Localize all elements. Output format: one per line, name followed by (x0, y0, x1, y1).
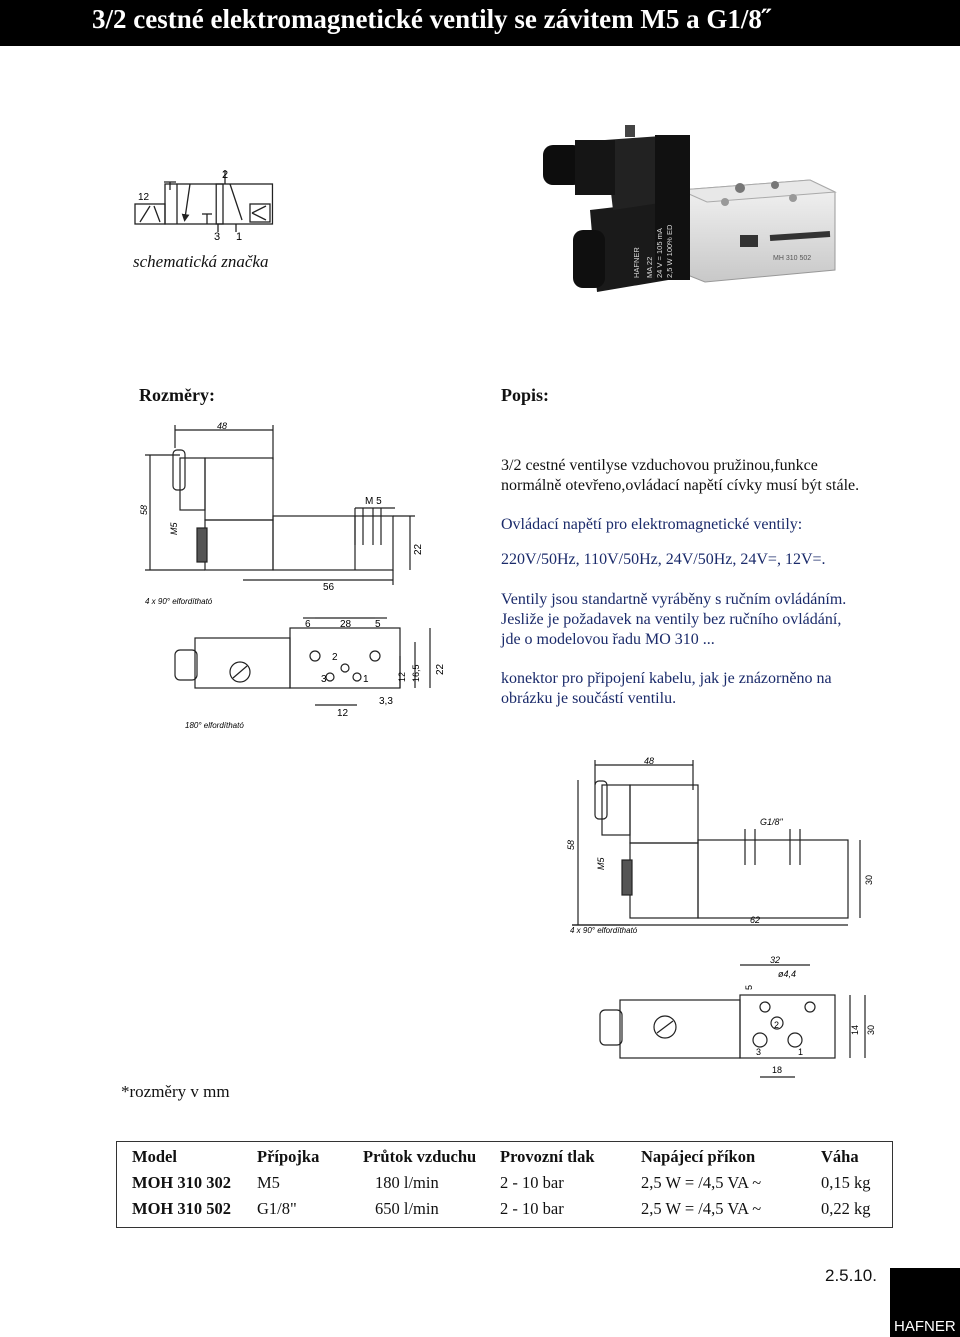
dim-m5: M5 (596, 857, 606, 870)
port-2-label: 2 (222, 169, 228, 181)
dim-30: 30 (864, 875, 874, 885)
dim-22-bottom: 22 (435, 663, 446, 675)
title-bar (0, 0, 960, 46)
port-1-label: 1 (236, 231, 242, 243)
dim-58: 58 (139, 505, 149, 515)
rotation-note-2: 180° elfordítható (185, 721, 244, 730)
cell-pressure: 2 - 10 bar (500, 1199, 564, 1218)
table-header-row: Model Přípojka Průtok vzduchu Provozní t… (132, 1144, 881, 1170)
description-p2: Ovládací napětí pro elektromagnetické ve… (501, 516, 803, 533)
cell-model: MOH 310 302 (132, 1173, 231, 1192)
body-label: MH 310 502 (773, 255, 811, 262)
description-p1-line1: 3/2 cestné ventilyse vzduchovou pružinou… (501, 457, 818, 474)
header-model: Model (132, 1147, 177, 1166)
dim-14: 14 (850, 1025, 860, 1035)
rotation-note: 4 x 90° elfordítható (570, 926, 638, 935)
cell-model: MOH 310 502 (132, 1199, 231, 1218)
page-title: 3/2 cestné elektromagnetické ventily se … (92, 4, 771, 34)
description-p5-line2: obrázku je součástí ventilu. (501, 690, 677, 707)
dim-5: 5 (375, 619, 381, 630)
dim-m5-side: M5 (169, 522, 179, 535)
dim-22: 22 (413, 543, 424, 555)
port-1: 1 (363, 674, 369, 685)
port-12-label: 12 (138, 192, 150, 203)
dimensions-heading: Rozměry: (139, 385, 215, 405)
coil-label-3: 24 V = 105 mA (655, 228, 664, 278)
dim-30-bottom: 30 (866, 1025, 876, 1035)
cell-power: 2,5 W = /4,5 VA ~ (641, 1199, 762, 1218)
port-2: 2 (332, 652, 338, 663)
dim-12-vertical: 12 (397, 672, 407, 682)
dim-18: 18 (772, 1065, 782, 1075)
dim-48: 48 (644, 756, 654, 766)
port-3-label: 3 (214, 231, 220, 243)
dim-16-5: 16,5 (411, 664, 421, 682)
description-heading: Popis: (501, 385, 550, 405)
dimension-drawing-m5: 48 58 M5 M 5 22 56 4 x 90° elfordítható … (139, 421, 446, 730)
units-note: *rozměry v mm (121, 1082, 230, 1101)
cell-weight: 0,22 kg (821, 1199, 871, 1218)
dim-58: 58 (566, 840, 576, 850)
cell-weight: 0,15 kg (821, 1173, 871, 1192)
manual-override-knob (573, 230, 605, 288)
dim-12-horizontal: 12 (337, 708, 349, 719)
coil-label-2: MA 22 (645, 257, 654, 278)
cell-pressure: 2 - 10 bar (500, 1173, 564, 1192)
rotation-note-1: 4 x 90° elfordítható (145, 597, 213, 606)
page-number: 2.5.10. (825, 1266, 877, 1285)
dim-6: 6 (305, 619, 311, 630)
cell-power: 2,5 W = /4,5 VA ~ (641, 1173, 762, 1192)
valve-box-right (215, 183, 274, 225)
dim-48: 48 (217, 421, 227, 431)
dimension-drawing-g18: 48 58 M5 G1/8" 30 62 4 x 90° elfordíthat… (566, 756, 876, 1078)
header-power: Napájecí příkon (641, 1147, 756, 1166)
port-1: 1 (798, 1047, 803, 1057)
spec-table: Model Přípojka Průtok vzduchu Provozní t… (132, 1144, 881, 1222)
description-p1-line2: normálně otevřeno,ovládací napětí cívky … (501, 477, 860, 494)
brand-label: HAFNER (894, 1318, 956, 1335)
header-flow: Průtok vzduchu (363, 1147, 477, 1166)
dim-28: 28 (340, 619, 352, 630)
coil-label-1: HAFNER (632, 247, 641, 278)
brand-box (890, 1268, 960, 1337)
description-p4-line3: jde o modelovou řadu MO 310 ... (501, 631, 715, 648)
dim-32: 32 (770, 955, 780, 965)
cell-connection: G1/8" (257, 1199, 297, 1218)
cell-flow: 180 l/min (375, 1173, 439, 1192)
table-row: MOH 310 502 G1/8" 650 l/min 2 - 10 bar 2… (132, 1196, 881, 1222)
spec-table-frame (116, 1141, 893, 1228)
dim-g18: G1/8" (760, 817, 784, 827)
symbol-caption: schematická značka (133, 252, 269, 271)
port-3: 3 (756, 1047, 761, 1057)
cell-flow: 650 l/min (375, 1199, 439, 1218)
dim-56: 56 (323, 582, 335, 593)
description-p3: 220V/50Hz, 110V/50Hz, 24V/50Hz, 24V=, 12… (501, 551, 826, 568)
schematic-symbol: 12 2 3 1 (134, 169, 274, 243)
description-p4-line2: Jesliže je požadavek na ventily bez ručn… (501, 611, 842, 628)
header-connection: Přípojka (257, 1147, 320, 1166)
dim-5: 5 (744, 985, 754, 990)
table-row: MOH 310 302 M5 180 l/min 2 - 10 bar 2,5 … (132, 1170, 881, 1196)
dim-4-4: ø4,4 (778, 969, 796, 979)
header-weight: Váha (821, 1147, 859, 1166)
connector-gland (543, 145, 583, 185)
dim-62: 62 (750, 915, 760, 925)
valve-box-left (164, 183, 224, 225)
port-3: 3 (321, 674, 327, 685)
description-p4-line1: Ventily jsou standartně vyráběny s ruční… (501, 591, 847, 608)
product-photo: MH 310 502 HAFNER MA 22 24 V = 105 mA 2,… (543, 125, 837, 292)
dim-3-3: 3,3 (379, 696, 393, 707)
description-p5-line1: konektor pro připojení kabelu, jak je zn… (501, 670, 832, 687)
coil-label-4: 2,5 W 100% ED (665, 224, 674, 278)
cell-connection: M5 (257, 1173, 280, 1192)
dim-m5-top: M 5 (365, 496, 382, 507)
port-2: 2 (774, 1020, 779, 1030)
header-pressure: Provozní tlak (500, 1147, 595, 1166)
